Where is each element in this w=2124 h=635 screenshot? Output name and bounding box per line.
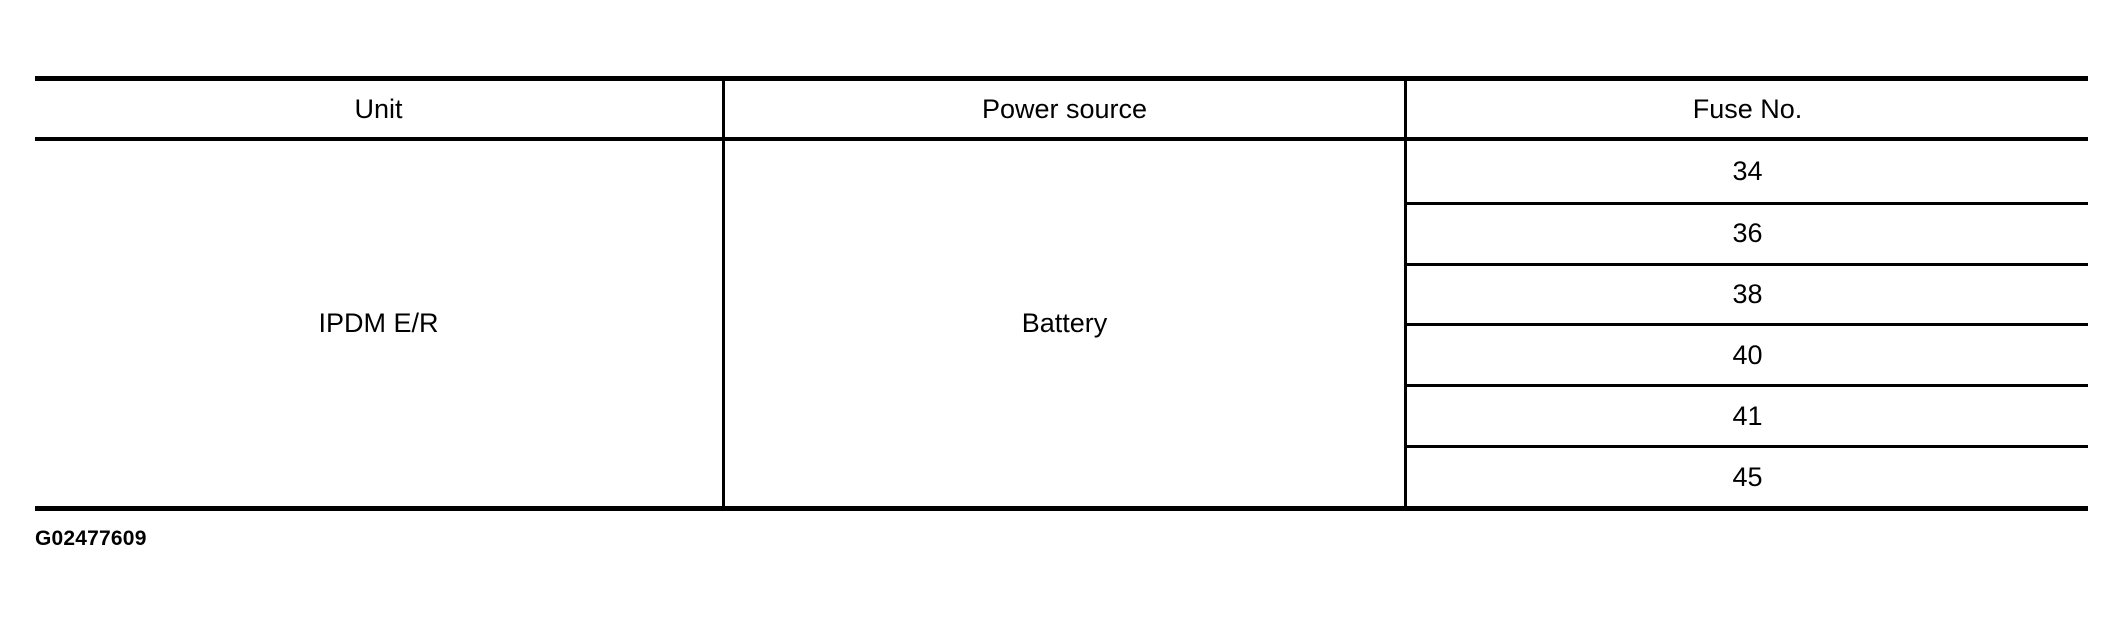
table-header-separator [35, 137, 2088, 141]
figure-reference-id: G02477609 [35, 527, 147, 550]
table-header-row: Unit Power source Fuse No. [35, 81, 2088, 137]
column-divider-unit-power [722, 76, 725, 511]
cell-power-source-value: Battery [1021, 308, 1108, 338]
fuse-number-item: 40 [1407, 323, 2088, 384]
fuse-number-list: 34 36 38 40 41 45 [1407, 141, 2088, 506]
column-divider-power-fuseno [1404, 76, 1407, 511]
column-header-unit: Unit [354, 94, 403, 124]
fuse-number-item: 34 [1732, 155, 1763, 186]
table-body-row: IPDM E/R Battery 34 36 38 40 41 45 [35, 141, 2088, 506]
fuse-number-item: 41 [1407, 384, 2088, 445]
fuse-number-item: 38 [1407, 262, 2088, 324]
column-header-fuse-no: Fuse No. [1692, 94, 1803, 124]
table-bottom-border [35, 506, 2088, 511]
fuse-number-item: 36 [1407, 201, 2088, 263]
fuse-assignment-table: Unit Power source Fuse No. IPDM E/R Batt… [35, 76, 2088, 511]
fuse-number-item: 45 [1407, 445, 2088, 506]
table-top-border [35, 76, 2088, 81]
cell-unit-value: IPDM E/R [318, 308, 439, 338]
column-header-power-source: Power source [981, 94, 1148, 124]
